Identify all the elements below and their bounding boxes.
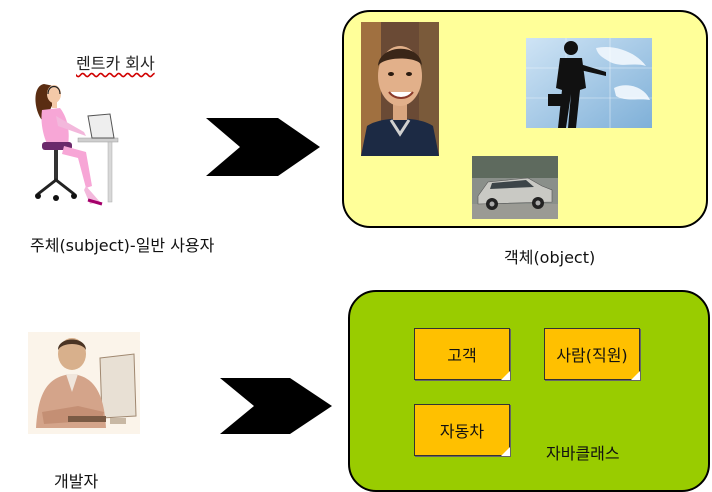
class-note-customer: 고객 — [414, 328, 510, 380]
java-class-panel — [348, 290, 710, 492]
businessman-silhouette-photo — [526, 38, 652, 128]
developer-illustration — [28, 332, 140, 434]
subject-label: 주체(subject)-일반 사용자 — [30, 236, 215, 255]
java-class-label: 자바클래스 — [546, 444, 620, 463]
class-note-label: 사람(직원) — [556, 346, 628, 365]
developer-label: 개발자 — [54, 472, 99, 491]
woman-at-computer-illustration — [28, 76, 124, 208]
class-note-label: 고객 — [447, 346, 477, 365]
chevron-arrow-icon — [206, 118, 320, 176]
class-note-person-staff: 사람(직원) — [544, 328, 640, 380]
object-label: 객체(object) — [504, 248, 596, 267]
car-photo — [472, 156, 558, 219]
class-note-label: 자동차 — [439, 422, 485, 441]
person-photo — [361, 22, 439, 156]
class-note-car: 자동차 — [414, 404, 510, 456]
company-label: 렌트카 회사 — [76, 54, 155, 73]
chevron-arrow-icon — [220, 378, 332, 434]
